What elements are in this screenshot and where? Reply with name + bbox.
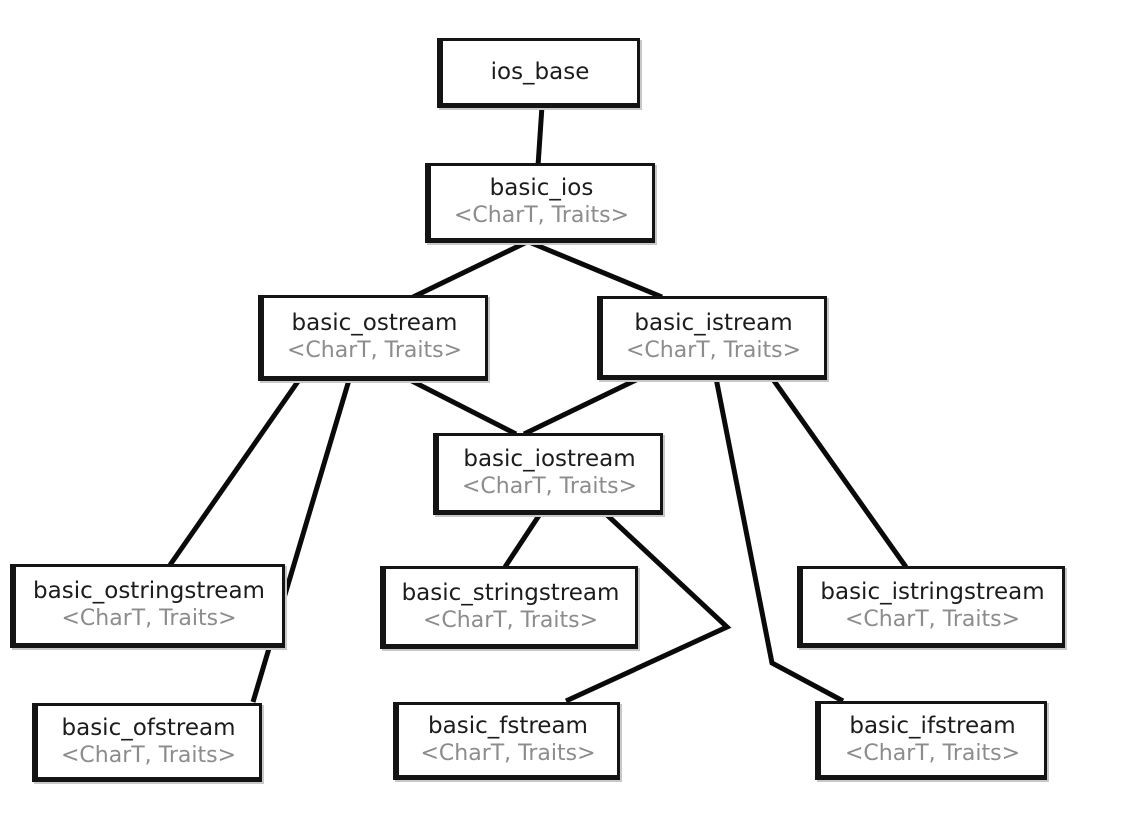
node-basic_fstream: basic_fstream<CharT, Traits> xyxy=(393,702,620,780)
node-basic_ostringstream: basic_ostringstream<CharT, Traits> xyxy=(10,564,285,648)
class-name: basic_ios xyxy=(489,175,594,202)
edge-basic_istream-basic_istringstream xyxy=(769,376,909,569)
node-basic_iostream: basic_iostream<CharT, Traits> xyxy=(433,433,663,515)
template-params: <CharT, Traits> xyxy=(286,338,463,364)
node-basic_ostream: basic_ostream<CharT, Traits> xyxy=(258,295,488,381)
node-basic_stringstream: basic_stringstream<CharT, Traits> xyxy=(380,566,638,649)
edge-basic_ostream-basic_ostringstream xyxy=(167,378,302,567)
edge-basic_ios-basic_istream xyxy=(528,239,663,300)
template-params: <CharT, Traits> xyxy=(422,607,599,633)
template-params: <CharT, Traits> xyxy=(420,741,596,767)
node-basic_istringstream: basic_istringstream<CharT, Traits> xyxy=(797,566,1065,648)
node-basic_ifstream: basic_ifstream<CharT, Traits> xyxy=(815,701,1047,780)
node-basic_ios: basic_ios<CharT, Traits> xyxy=(425,163,655,243)
template-params: <CharT, Traits> xyxy=(625,338,802,364)
template-params: <CharT, Traits> xyxy=(844,607,1021,633)
template-params: <CharT, Traits> xyxy=(61,606,237,632)
class-name: basic_stringstream xyxy=(401,579,620,606)
edge-basic_ostream-basic_ofstream xyxy=(250,379,352,703)
edge-basic_iostream-basic_stringstream xyxy=(502,512,543,569)
edge-basic_istream-basic_ifstream xyxy=(713,377,845,704)
edge-ios_base-basic_ios xyxy=(535,105,545,167)
edge-basic_ostream-basic_iostream xyxy=(408,377,518,437)
node-ios_base: ios_base xyxy=(437,38,640,108)
class-name: basic_istringstream xyxy=(820,579,1045,606)
node-basic_ofstream: basic_ofstream<CharT, Traits> xyxy=(32,703,262,782)
template-params: <CharT, Traits> xyxy=(453,203,630,229)
edge-basic_ios-basic_ostream xyxy=(409,239,529,301)
class-name: basic_ostringstream xyxy=(33,578,265,605)
edge-basic_istream-basic_iostream xyxy=(522,375,642,437)
class-name: basic_ofstream xyxy=(61,714,236,741)
class-name: basic_iostream xyxy=(463,446,636,473)
class-name: basic_istream xyxy=(634,310,793,337)
node-basic_istream: basic_istream<CharT, Traits> xyxy=(597,296,827,380)
template-params: <CharT, Traits> xyxy=(60,742,237,768)
edge-basic_iostream-basic_fstream xyxy=(564,512,732,704)
template-params: <CharT, Traits> xyxy=(844,740,1021,766)
class-name: basic_ifstream xyxy=(849,712,1016,739)
class-name: basic_ostream xyxy=(291,310,458,337)
template-params: <CharT, Traits> xyxy=(461,474,638,500)
class-name: basic_fstream xyxy=(428,713,588,740)
class-name: ios_base xyxy=(490,58,590,85)
